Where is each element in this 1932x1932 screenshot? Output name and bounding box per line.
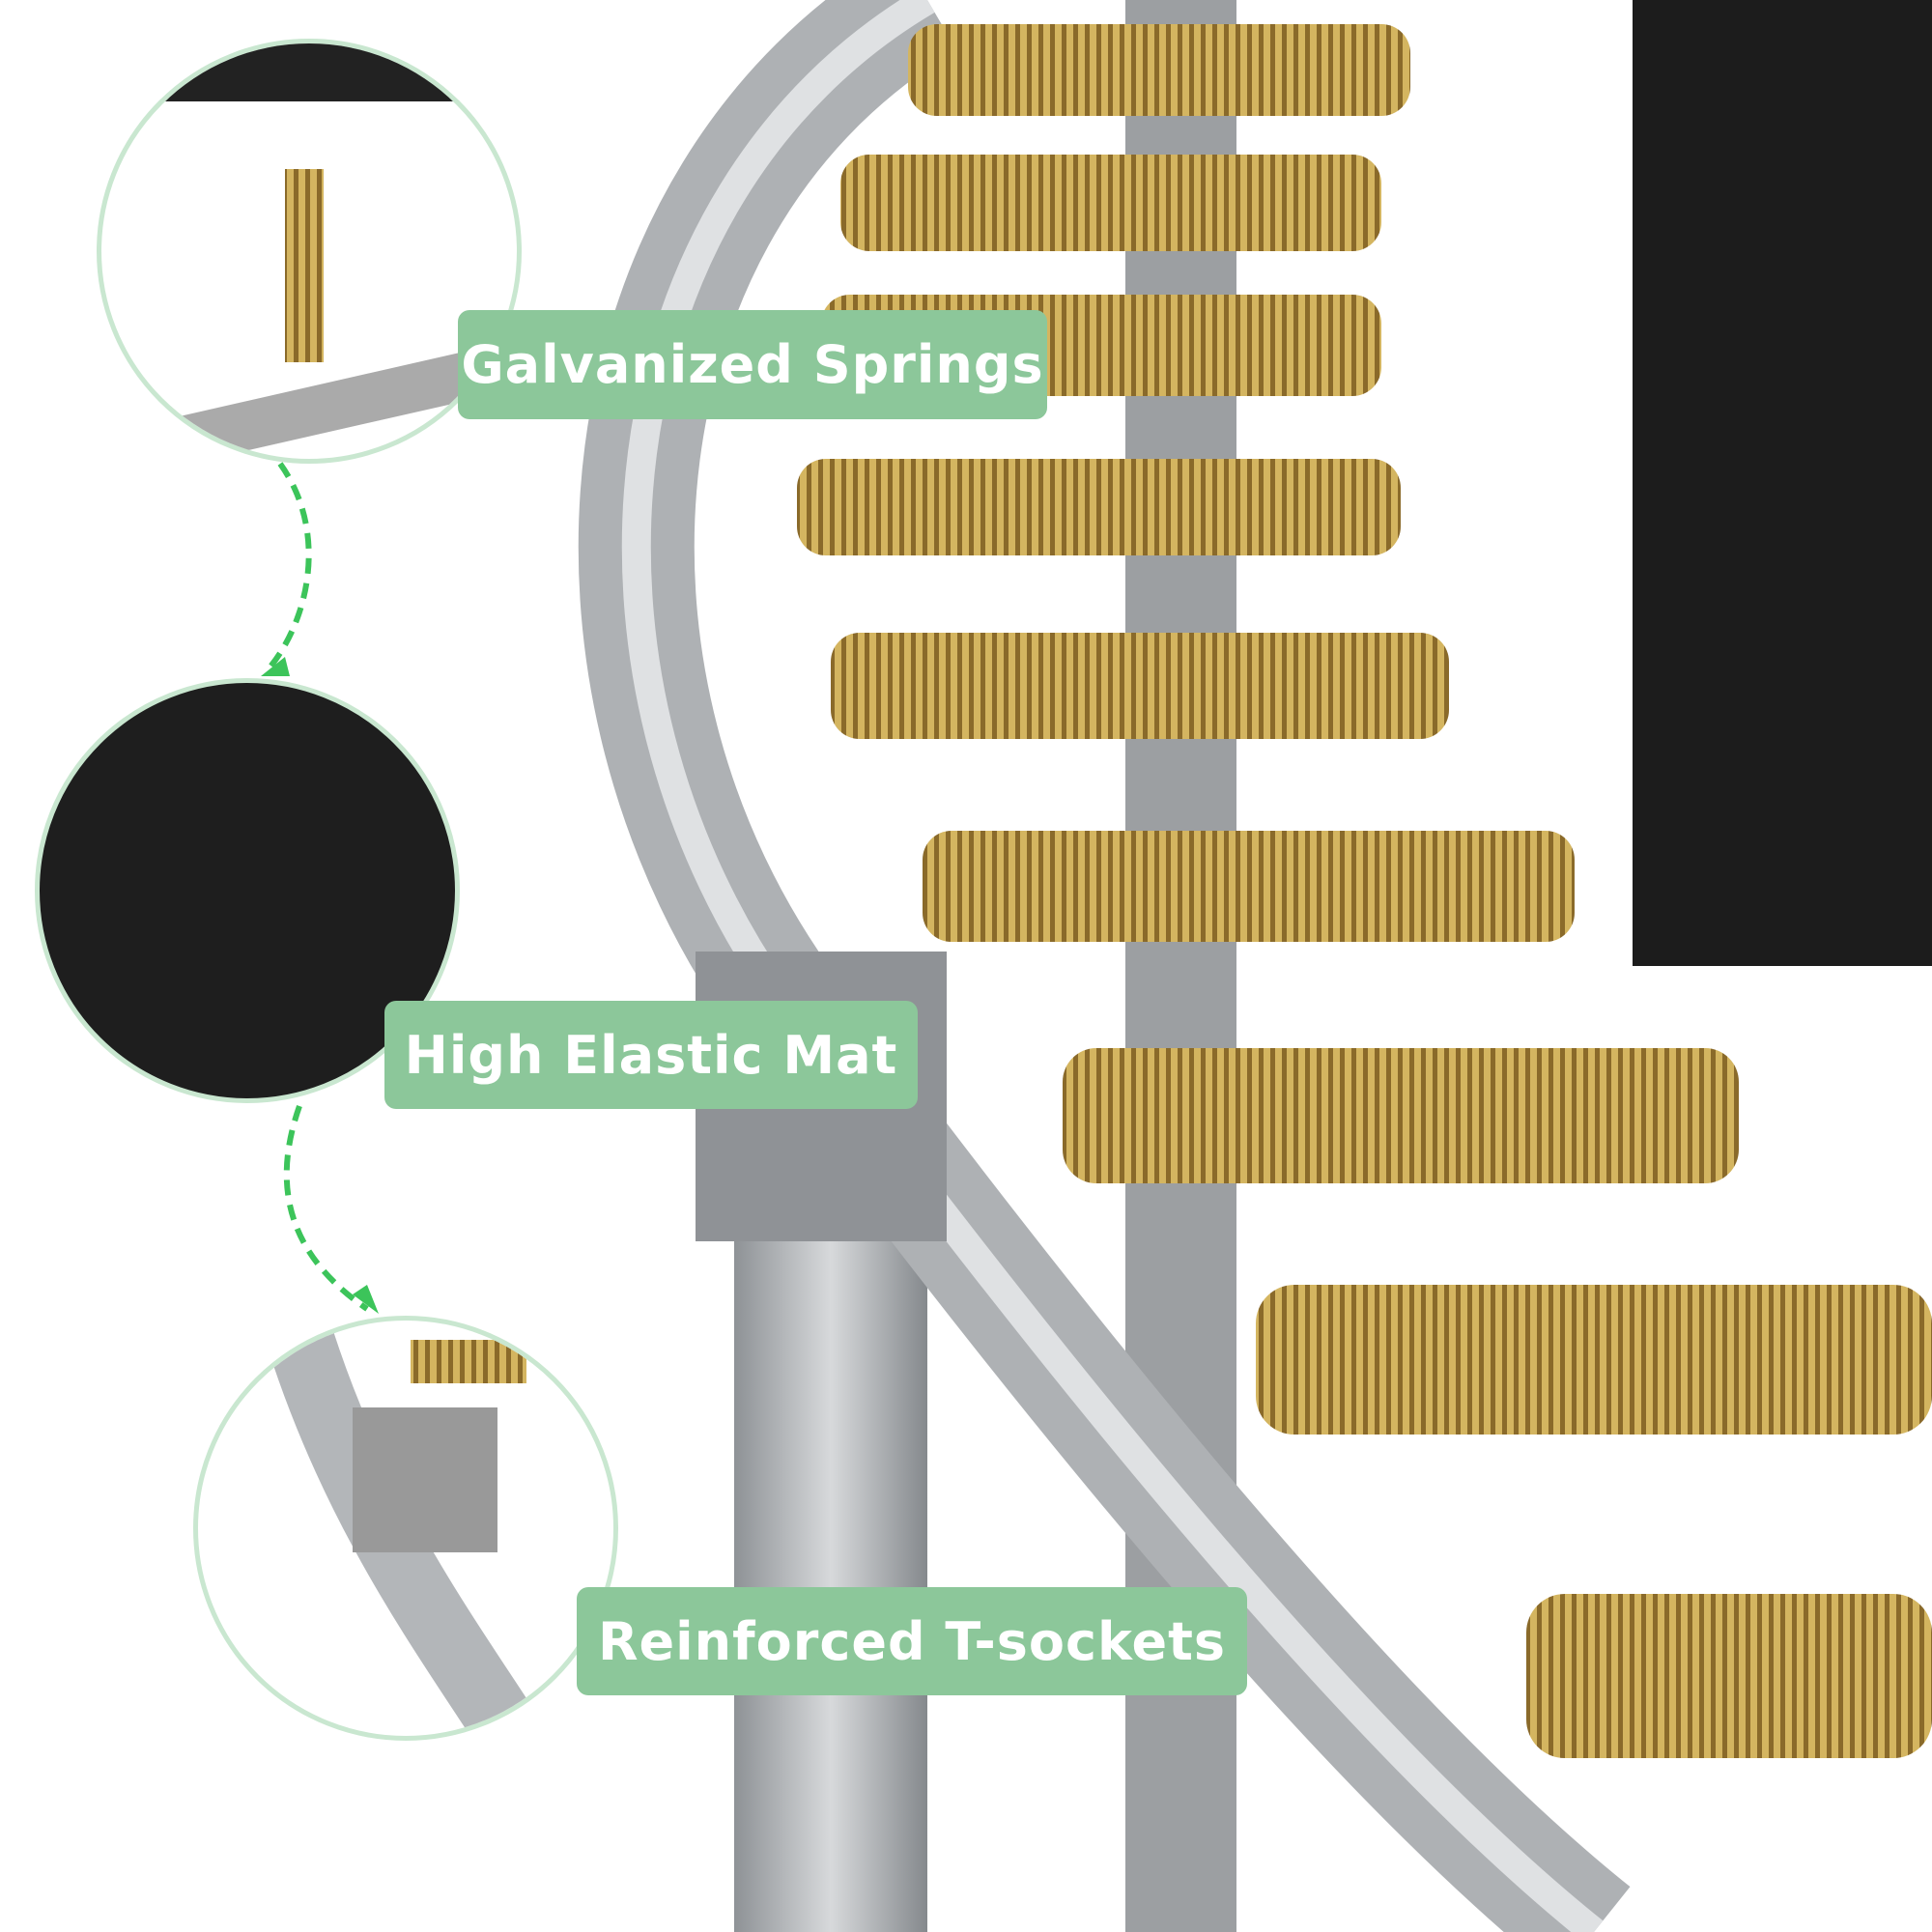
feature-label-reinforced-t-sockets: Reinforced T-sockets [577, 1587, 1247, 1695]
feature-label-high-elastic-mat: High Elastic Mat [384, 1001, 918, 1109]
leg-pole [734, 1208, 927, 1932]
arrow-head-icon [353, 1285, 379, 1314]
spring-closeup [97, 39, 522, 464]
springs [797, 24, 1932, 1758]
mat [1633, 0, 1932, 966]
dashed-arrows [268, 462, 369, 1312]
feature-label-galvanized-springs: Galvanized Springs [458, 310, 1047, 419]
t-socket-closeup [193, 1316, 618, 1741]
arrow-head-icon [261, 657, 290, 676]
